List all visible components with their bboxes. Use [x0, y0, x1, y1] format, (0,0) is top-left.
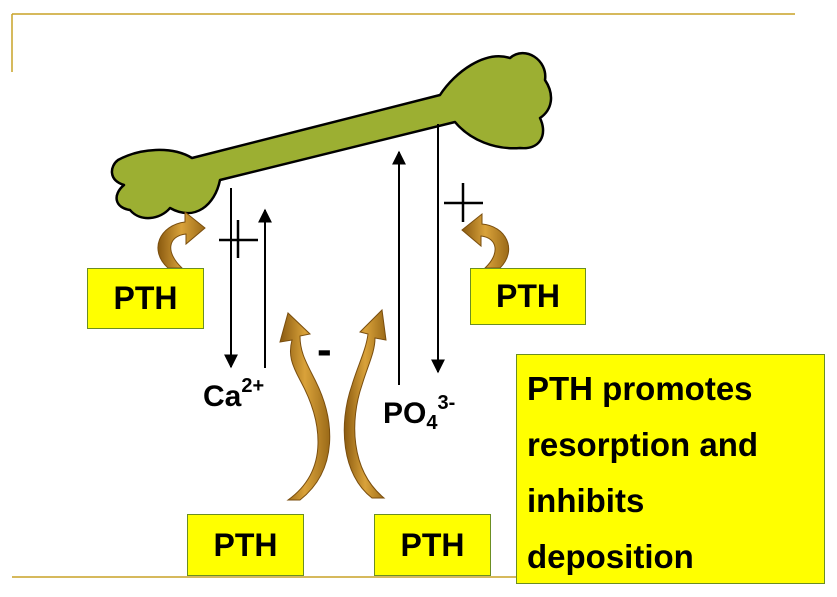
summary-line-3: inhibits	[527, 482, 645, 519]
inhibition-minus-sign: -	[317, 325, 332, 374]
phosphate-charge: 3-	[437, 392, 456, 414]
curved-arrow-bottom-left	[279, 312, 331, 501]
curved-arrow-right	[461, 212, 510, 269]
pth-label-bottom-middle: PTH	[374, 514, 491, 576]
calcium-charge: 2+	[241, 375, 265, 397]
stimulation-plus-right	[444, 183, 483, 222]
summary-line-2: resorption and	[527, 426, 759, 463]
pth-label-bottom-left: PTH	[187, 514, 304, 576]
summary-line-1: PTH promotes	[527, 370, 753, 407]
summary-line-4: deposition	[527, 538, 694, 575]
slide-decoration	[11, 13, 795, 578]
pth-label-right: PTH	[470, 268, 586, 325]
pth-label-left: PTH	[87, 268, 204, 329]
calcium-ion-label: Ca2+	[203, 375, 264, 414]
curved-arrow-left	[157, 210, 206, 269]
flux-arrows	[224, 124, 445, 385]
phosphate-symbol: PO	[383, 397, 427, 430]
bone-shape	[110, 51, 553, 220]
phosphate-ion-label: PO43-	[383, 392, 455, 435]
summary-box: PTH promotes resorption and inhibits dep…	[516, 354, 825, 584]
phosphate-subscript: 4	[426, 412, 438, 434]
curved-arrow-bottom-middle	[343, 308, 387, 499]
stimulation-plus-left	[219, 220, 258, 258]
calcium-symbol: Ca	[203, 380, 242, 413]
